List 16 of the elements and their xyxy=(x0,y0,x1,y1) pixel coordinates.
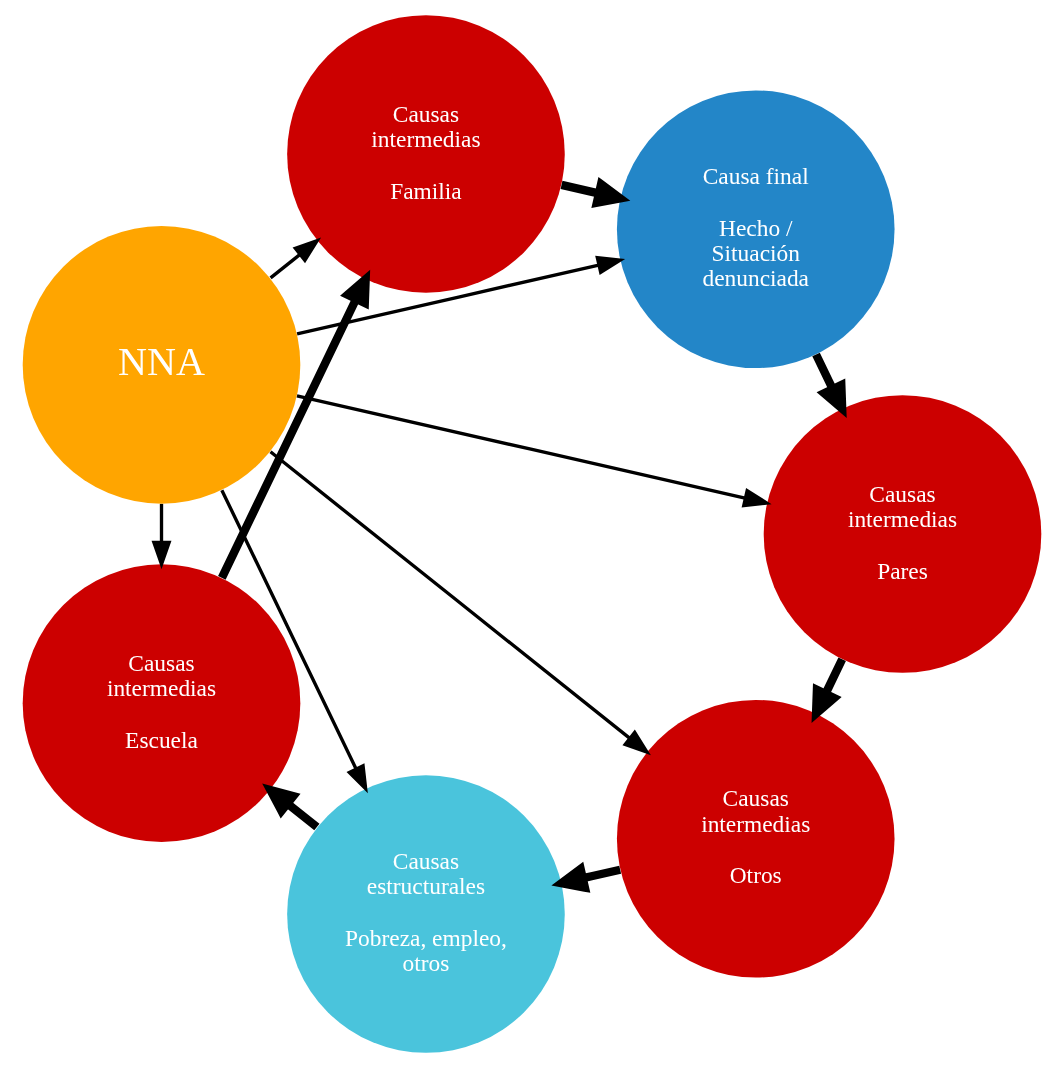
arrow xyxy=(296,394,772,508)
arrow xyxy=(296,255,625,336)
arrow xyxy=(268,450,651,756)
arrow xyxy=(550,861,621,893)
arrow xyxy=(811,352,847,419)
arrow xyxy=(151,503,171,570)
node-circle: Causas intermedias Otros xyxy=(616,699,895,978)
node-circle: Causas intermedias Familia xyxy=(286,15,565,293)
node-circle: Causas intermedias Pares xyxy=(763,395,1041,673)
arrow xyxy=(269,237,321,280)
arrow xyxy=(811,657,846,723)
arrow xyxy=(261,783,319,831)
node-circle: Causa final Hecho / Situación denunciada xyxy=(616,90,895,369)
arrow xyxy=(560,177,630,209)
arrow xyxy=(217,269,370,580)
arrow xyxy=(219,489,368,794)
